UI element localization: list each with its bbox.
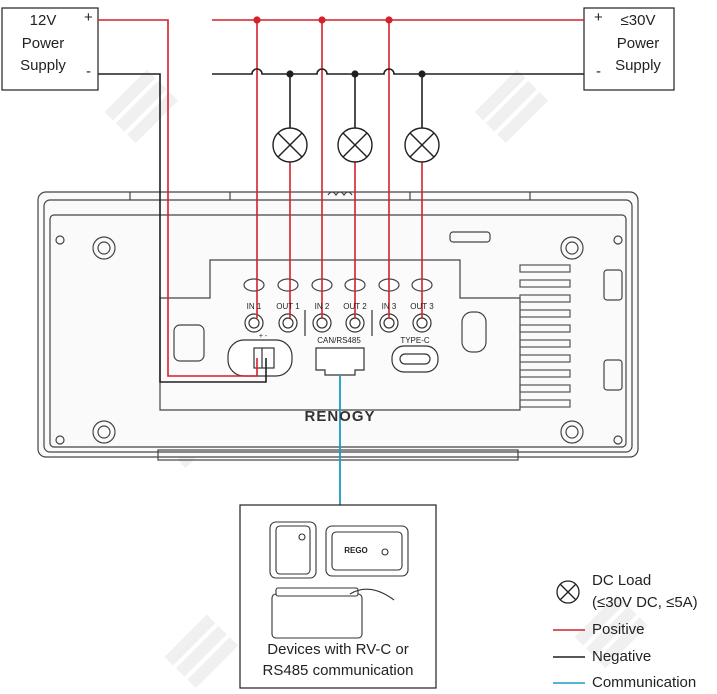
port-label-can: CAN/RS485 [317, 336, 361, 345]
right-power-supply-box [583, 7, 675, 91]
legend-dc-load-label: DC Load [592, 572, 652, 589]
port-label-out1: OUT 1 [276, 302, 300, 311]
port-label-in2: IN 2 [314, 302, 330, 311]
negative-junctions [286, 70, 426, 78]
dc-load-symbols [272, 127, 440, 163]
can-rs485-port [315, 347, 365, 376]
right-supply-line3: Supply [615, 57, 661, 74]
port-label-in1: IN 1 [246, 302, 262, 311]
left-supply-plus: + [84, 9, 93, 26]
devices-caption-line2: RS485 communication [262, 662, 414, 679]
port-label-typec: TYPE-C [400, 336, 430, 345]
dc-load-2 [337, 127, 373, 163]
legend-positive-label: Positive [592, 621, 645, 638]
rego-label: REGO [344, 546, 368, 555]
power-connector [227, 339, 293, 377]
battery-monitor-device [269, 521, 317, 579]
right-supply-plus: + [594, 9, 603, 26]
port-label-out3: OUT 3 [410, 302, 434, 311]
left-supply-minus: - [86, 63, 91, 80]
legend-communication-label: Communication [592, 674, 697, 691]
legend-dc-load-icon [556, 580, 580, 604]
devices-caption-line1: Devices with RV-C or [267, 641, 409, 658]
port-label-out2: OUT 2 [343, 302, 367, 311]
right-supply-line2: Power [616, 35, 660, 52]
port-label-in3: IN 3 [381, 302, 397, 311]
port-label-pm: + - [258, 333, 268, 340]
legend [553, 580, 585, 684]
legend-negative-label: Negative [592, 648, 652, 665]
type-c-port [391, 345, 439, 373]
left-power-supply-box [1, 7, 99, 91]
positive-junctions [253, 16, 393, 24]
legend-dc-load-spec: (≤30V DC, ≤5A) [592, 594, 698, 611]
right-supply-minus: - [596, 63, 601, 80]
left-supply-line2: Power [21, 35, 65, 52]
positive-wires [98, 19, 584, 377]
left-supply-line1: 12V [29, 12, 57, 29]
negative-wires [98, 68, 584, 383]
dc-load-3 [404, 127, 440, 163]
battery-device [271, 587, 395, 639]
rego-device [325, 525, 409, 577]
dc-load-1 [272, 127, 308, 163]
left-supply-line3: Supply [20, 57, 66, 74]
right-supply-line1: ≤30V [620, 12, 656, 29]
device-illustrations [269, 521, 409, 639]
brand-logo: RENOGY [304, 408, 376, 425]
